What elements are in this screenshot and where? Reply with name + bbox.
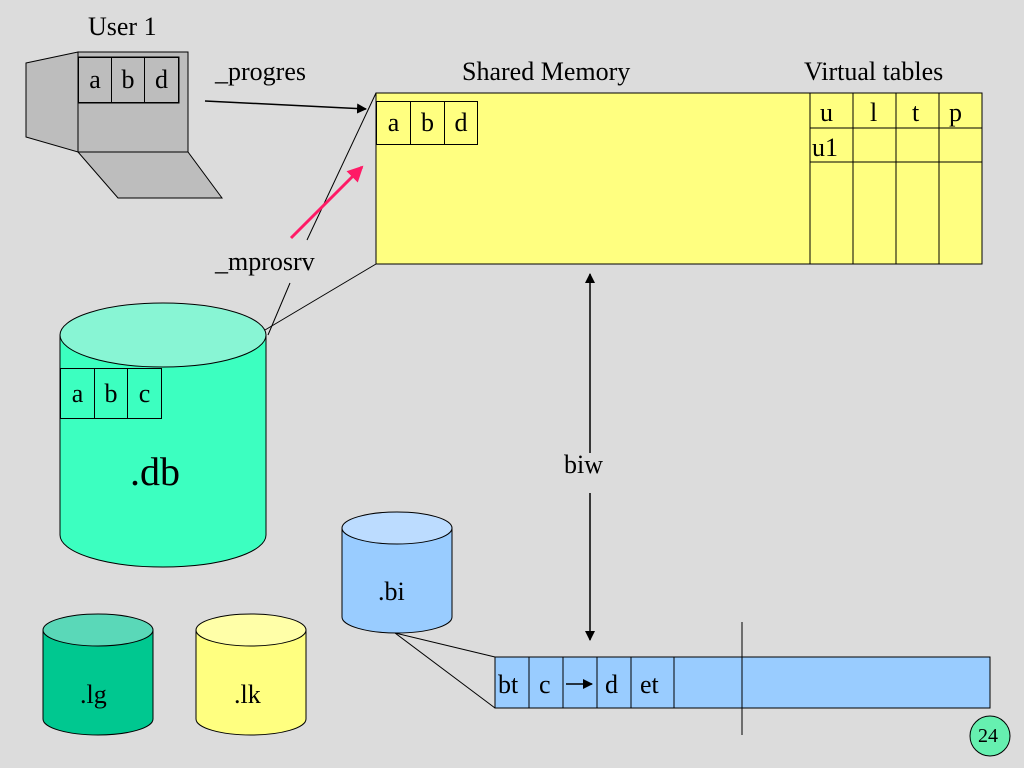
virtual-tables-label: Virtual tables [804,57,944,86]
mprosrv-highlight-arrow [289,165,364,240]
lg-cylinder [42,613,154,736]
user-title: User 1 [88,12,157,41]
bi-projection-bottom [394,632,496,709]
db-cylinder [59,302,267,568]
bi-chain-cell-c: c [539,670,551,699]
vt-header-u: u [820,98,833,127]
vt-header-l: l [870,98,878,127]
vt-header-p: p [949,98,962,127]
biw-label: biw [564,450,603,479]
lk-label: .lk [234,680,261,709]
db-field-1: a [60,368,95,419]
bi-cylinder [341,511,453,634]
mprosrv-label: _mprosrv [215,247,315,276]
lk-cylinder [195,613,307,736]
db-field-3: c [127,368,162,419]
progres-arrow [204,100,367,114]
bi-chain-cell-d: d [605,670,618,699]
shm-buffer-field-2: b [410,101,445,145]
user-field-1: a [78,57,112,103]
projection-line-bottom [264,263,377,331]
user-field-3: d [144,57,179,103]
virtual-table-grid [809,93,982,264]
projection-line-top [306,92,377,241]
shm-buffer-field-3: d [444,101,478,145]
page-number-badge [969,715,1011,757]
bi-chain-dividers [528,657,675,708]
bi-chain-cell-et: et [640,670,659,699]
page-number: 24 [978,725,998,747]
projection-line-mid [267,282,291,336]
vt-row-1-user: u1 [812,133,838,162]
bi-chain-cell-bt: bt [498,670,519,699]
shared-memory-label: Shared Memory [462,57,631,86]
lg-label: .lg [80,680,107,709]
bi-projection-top [394,632,496,658]
shm-buffer-field-1: a [376,101,411,145]
progres-label: _progres [215,57,306,86]
user-field-2: b [111,57,145,103]
vt-header-t: t [912,98,920,127]
db-label: .db [130,449,180,494]
bi-label: .bi [378,577,405,606]
db-field-2: b [94,368,128,419]
